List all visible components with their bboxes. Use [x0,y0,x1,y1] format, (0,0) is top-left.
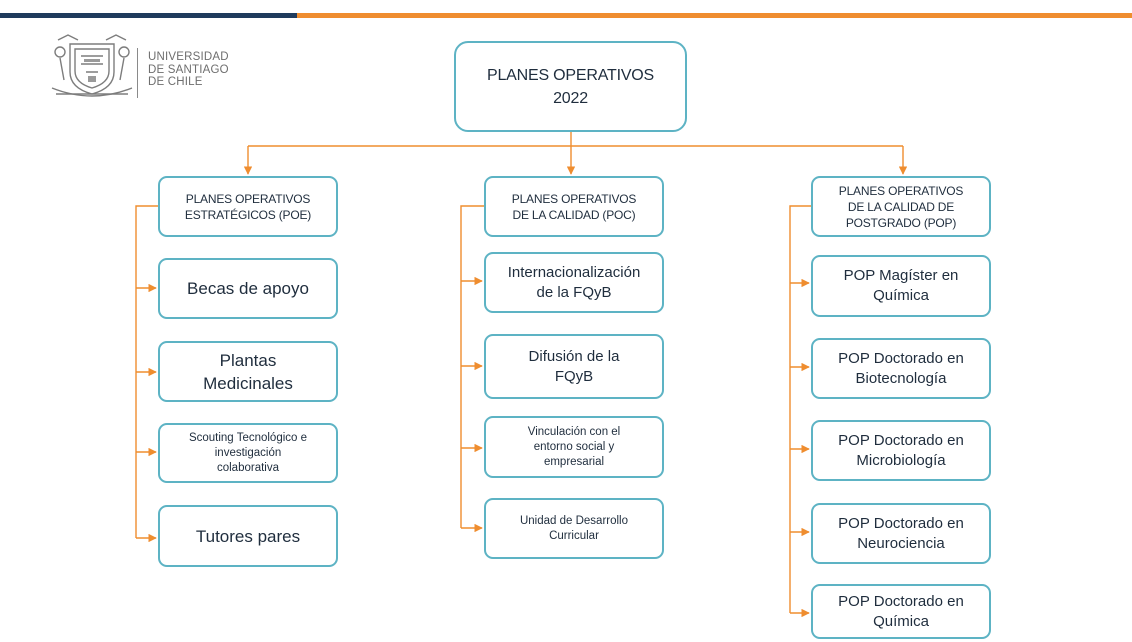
university-name: UNIVERSIDAD DE SANTIAGO DE CHILE [148,51,229,89]
pop-item-magister-quimica: POP Magíster en Química [811,255,991,317]
root-node: PLANES OPERATIVOS 2022 [454,41,687,132]
top-bar-blue [0,13,297,18]
university-line-1: UNIVERSIDAD [148,51,229,63]
pop-item-doctorado-biotecnologia: POP Doctorado en Biotecnología [811,338,991,399]
pop-item-doctorado-quimica: POP Doctorado en Química [811,584,991,639]
poe-item-scouting: Scouting Tecnológico e investigación col… [158,423,338,483]
poe-item-becas: Becas de apoyo [158,258,338,319]
poc-item-vinculacion: Vinculación con el entorno social y empr… [484,416,664,478]
poe-branch-line [135,205,158,538]
poc-item-unidad: Unidad de Desarrollo Curricular [484,498,664,559]
university-seal-logo [51,34,133,97]
university-line-2: DE SANTIAGO [148,63,229,76]
poc-item-internacionalizacion: Internacionalización de la FQyB [484,252,664,313]
poc-branch-line [460,205,484,528]
poe-header-node: PLANES OPERATIVOS ESTRATÉGICOS (POE) [158,176,338,237]
pop-header-node: PLANES OPERATIVOS DE LA CALIDAD DE POSTG… [811,176,991,237]
logo-separator [137,48,138,98]
university-line-3: DE CHILE [148,76,203,88]
poe-item-tutores: Tutores pares [158,505,338,567]
pop-item-doctorado-neurociencia: POP Doctorado en Neurociencia [811,503,991,564]
top-bar-orange [297,13,1132,18]
poc-item-difusion: Difusión de la FQyB [484,334,664,399]
pop-item-doctorado-microbiologia: POP Doctorado en Microbiología [811,420,991,481]
pop-branch-line [789,205,811,613]
poe-item-plantas: Plantas Medicinales [158,341,338,402]
poc-header-node: PLANES OPERATIVOS DE LA CALIDAD (POC) [484,176,664,237]
